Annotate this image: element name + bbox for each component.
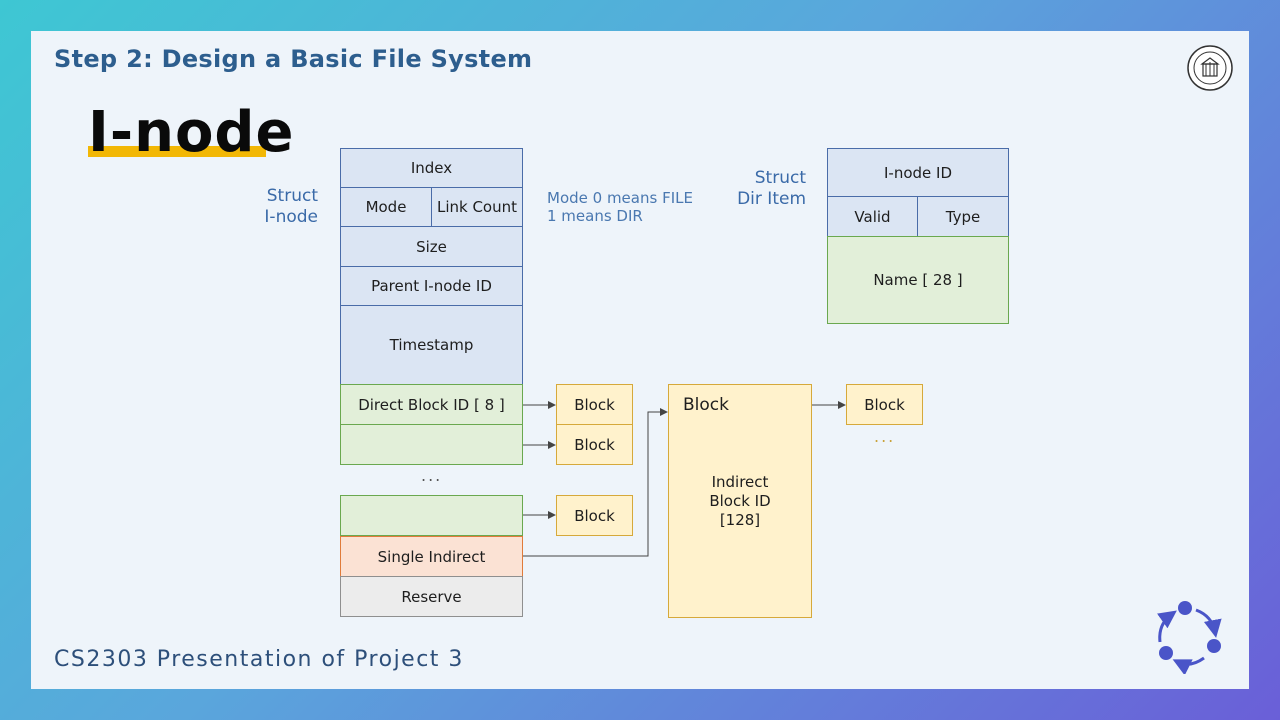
inode-single-indirect-field: Single Indirect — [340, 536, 523, 577]
struct-dir-item-label-line2: Dir Item — [737, 189, 806, 209]
university-seal-icon — [1187, 45, 1233, 91]
mode-note: Mode 0 means FILE 1 means DIR — [547, 189, 693, 225]
inode-size-field: Size — [340, 226, 523, 267]
indirect-block-line1: Indirect — [711, 473, 769, 491]
indirect-block-line3: [128] — [719, 511, 761, 529]
indirect-block: Block Indirect Block ID [128] — [668, 384, 812, 618]
data-block-1: Block — [556, 384, 633, 425]
struct-dir-item-label-line1: Struct — [754, 168, 806, 188]
footer-text: CS2303 Presentation of Project 3 — [54, 647, 464, 672]
section-title: I-node — [88, 100, 295, 165]
inode-parent-id-field: Parent I-node ID — [340, 266, 523, 306]
inode-direct-block-2-field — [340, 424, 523, 465]
dir-item-name-field: Name [ 28 ] — [827, 236, 1009, 324]
struct-inode-label-line2: I-node — [264, 207, 318, 227]
target-block-ellipsis: ... — [874, 427, 896, 446]
mode-note-line1: Mode 0 means FILE — [547, 189, 693, 207]
data-block-3: Block — [556, 495, 633, 536]
inode-link-count-field: Link Count — [431, 187, 523, 227]
arrow-single-indirect-to-block — [523, 408, 668, 557]
struct-inode-label: Struct I-node — [250, 186, 318, 228]
dir-item-type-field: Type — [917, 196, 1009, 237]
slide-panel — [31, 31, 1249, 689]
inode-mode-field: Mode — [340, 187, 432, 227]
indirect-block-description: Indirect Block ID [128] — [669, 473, 811, 530]
struct-inode-label-line1: Struct — [266, 186, 318, 206]
step-title: Step 2: Design a Basic File System — [54, 45, 533, 73]
cycle-nodes-icon — [1157, 601, 1222, 674]
dir-item-inode-id-field: I-node ID — [827, 148, 1009, 197]
mode-note-line2: 1 means DIR — [547, 207, 643, 225]
data-block-2: Block — [556, 424, 633, 465]
indirect-block-line2: Block ID — [709, 492, 771, 510]
indirect-block-title: Block — [683, 395, 729, 415]
title-highlight — [88, 146, 266, 157]
inode-direct-block-last-field — [340, 495, 523, 536]
inode-ellipsis: ... — [421, 466, 443, 485]
inode-reserve-field: Reserve — [340, 576, 523, 617]
inode-direct-block-field: Direct Block ID [ 8 ] — [340, 384, 523, 425]
target-block: Block — [846, 384, 923, 425]
struct-dir-item-label: Struct Dir Item — [730, 168, 806, 210]
